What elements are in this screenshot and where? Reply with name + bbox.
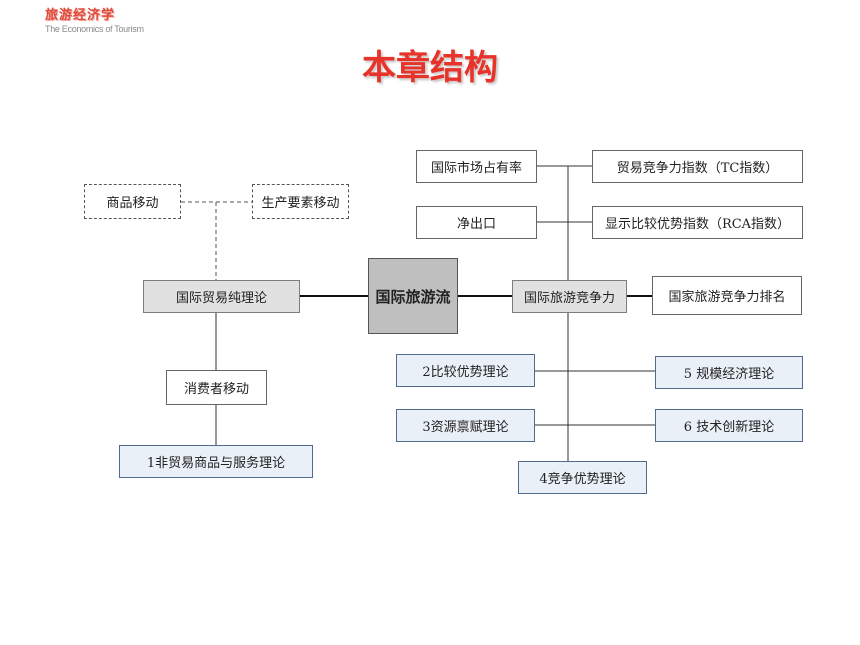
resource-endowment-box: 3资源禀赋理论 — [396, 409, 535, 442]
competitive-advantage-box: 4竞争优势理论 — [518, 461, 647, 494]
international-tourism-flow-box: 国际旅游流 — [368, 258, 458, 334]
rca-index-box: 显示比较优势指数（RCA指数） — [592, 206, 803, 239]
scale-economy-box: 5 规模经济理论 — [655, 356, 803, 389]
national-ranking-box: 国家旅游竞争力排名 — [652, 276, 802, 315]
tc-index-box: 贸易竞争力指数（TC指数） — [592, 150, 803, 183]
logo-english: The Economics of Tourism — [45, 24, 144, 34]
net-export-box: 净出口 — [416, 206, 537, 239]
tourism-competitiveness-box: 国际旅游竞争力 — [512, 280, 627, 313]
pure-trade-theory-box: 国际贸易纯理论 — [143, 280, 300, 313]
comparative-advantage-box: 2比较优势理论 — [396, 354, 535, 387]
market-share-box: 国际市场占有率 — [416, 150, 537, 183]
non-trade-theory-box: 1非贸易商品与服务理论 — [119, 445, 313, 478]
logo-chinese: 旅游经济学 — [45, 8, 116, 23]
goods-movement-box: 商品移动 — [84, 184, 181, 219]
factor-movement-box: 生产要素移动 — [252, 184, 349, 219]
consumer-movement-box: 消费者移动 — [166, 370, 267, 405]
page-title: 本章结构 — [362, 48, 498, 88]
tech-innovation-box: 6 技术创新理论 — [655, 409, 803, 442]
logo: 旅游经济学 The Economics of Tourism — [45, 8, 144, 35]
